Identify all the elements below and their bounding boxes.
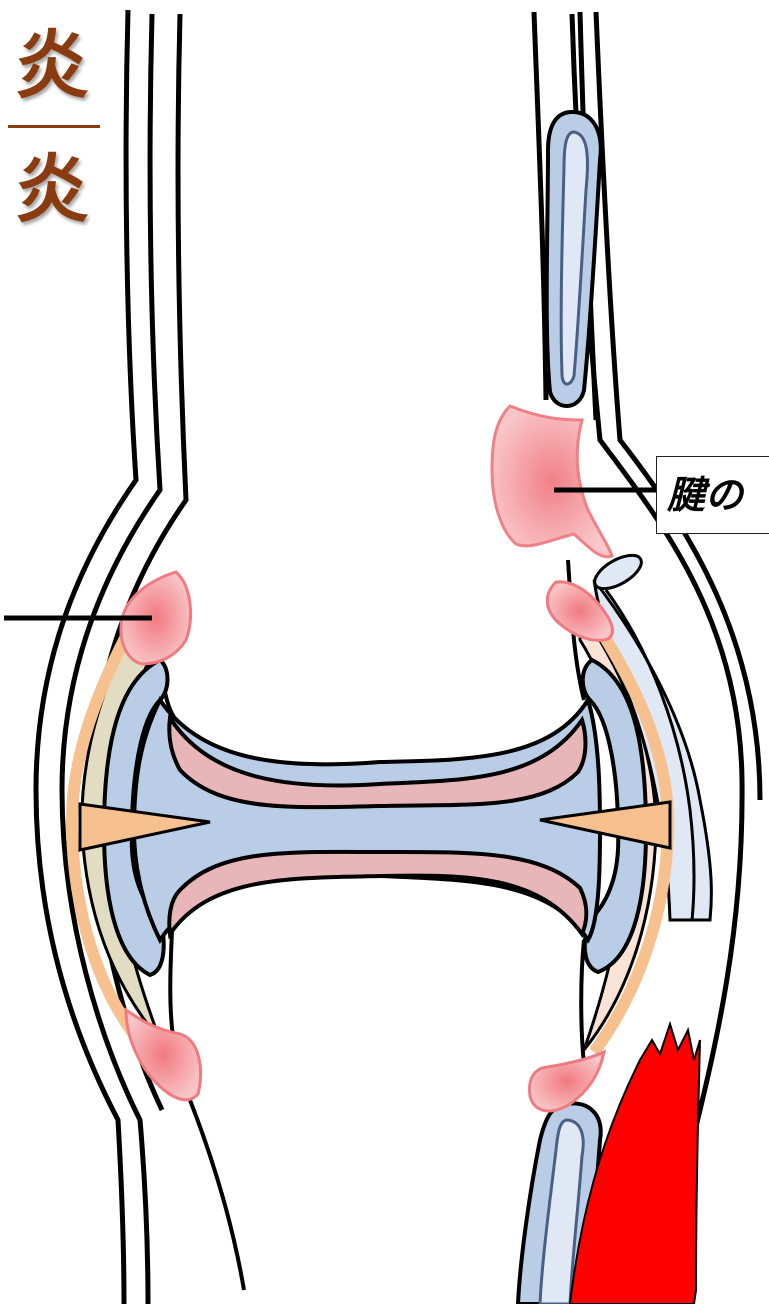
inflammation-spot-tendon bbox=[492, 406, 612, 557]
title-char-bottom: 炎 bbox=[4, 148, 100, 232]
title-underline bbox=[8, 125, 100, 128]
callout-label-right: 腱の bbox=[667, 473, 743, 517]
femur-outline bbox=[159, 560, 584, 720]
callout-box-right: 腱の bbox=[656, 456, 769, 534]
title-char-top: 炎 bbox=[4, 24, 100, 108]
inflammation-spot-lower-right bbox=[530, 1052, 605, 1111]
inflammation-spot-lower-left bbox=[126, 1010, 201, 1100]
